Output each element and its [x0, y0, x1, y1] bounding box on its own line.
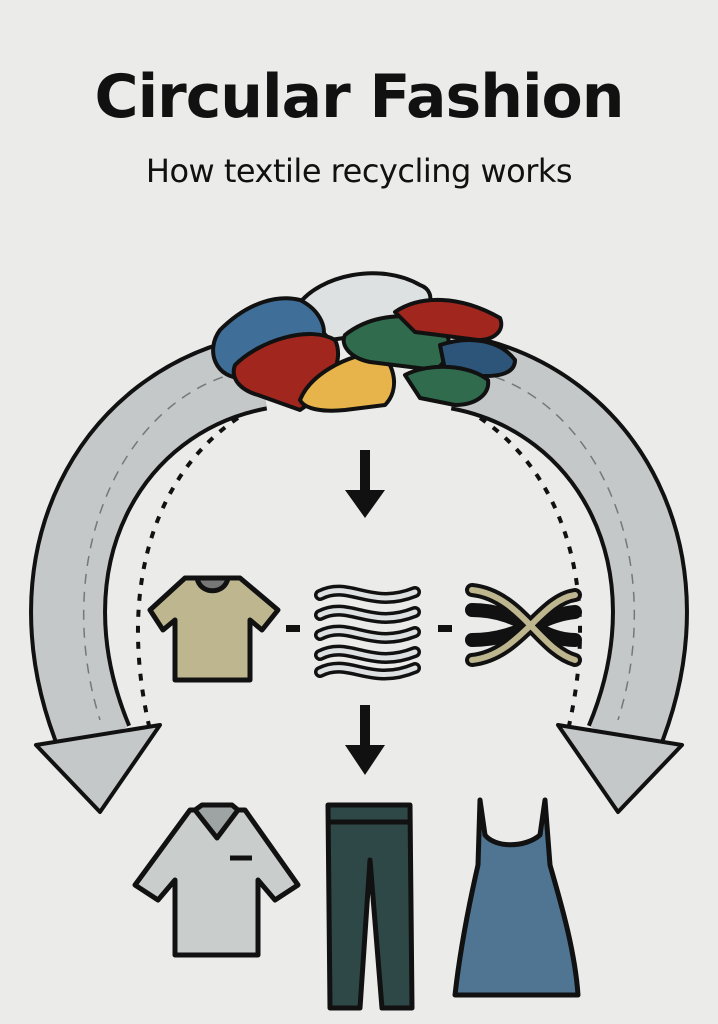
- page-subtitle: How textile recycling works: [145, 152, 573, 190]
- pants-icon: [325, 802, 415, 1011]
- dress-icon: [452, 797, 581, 998]
- down-arrow-icon: [345, 450, 385, 518]
- right-cycle-arrow: [449, 333, 689, 814]
- dash-icon: [286, 625, 300, 632]
- tshirt-icon: [147, 575, 281, 683]
- yarn-icon: [465, 583, 582, 667]
- left-dotted-path: [136, 416, 240, 731]
- down-arrow-icon: [345, 705, 385, 775]
- clothing-pile-icon: [211, 271, 517, 413]
- fibers-icon: [314, 584, 421, 681]
- page-title: Circular Fashion: [94, 62, 625, 132]
- polo-shirt-icon: [132, 802, 301, 958]
- left-cycle-arrow: [29, 333, 269, 814]
- dash-icon: [438, 625, 452, 632]
- right-dotted-path: [478, 416, 582, 731]
